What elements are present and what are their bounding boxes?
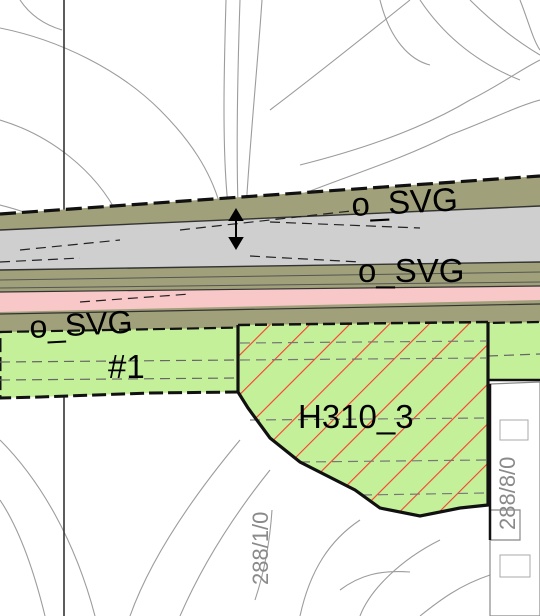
double-arrow-icon <box>228 208 244 250</box>
parcel-label-b: 288/8/0 <box>495 457 520 530</box>
zone-id-label: H310_3 <box>298 398 414 435</box>
field-id-label: #1 <box>108 348 145 385</box>
dashed-lines <box>0 353 540 381</box>
parcel-label-a: 288/1/0 <box>248 512 273 585</box>
svg-label-top: o_SVG <box>350 180 458 223</box>
green-strip-right <box>488 318 540 380</box>
svg-label-left: o_SVG <box>28 304 133 345</box>
svg-label-middle: o_SVG <box>358 252 464 289</box>
